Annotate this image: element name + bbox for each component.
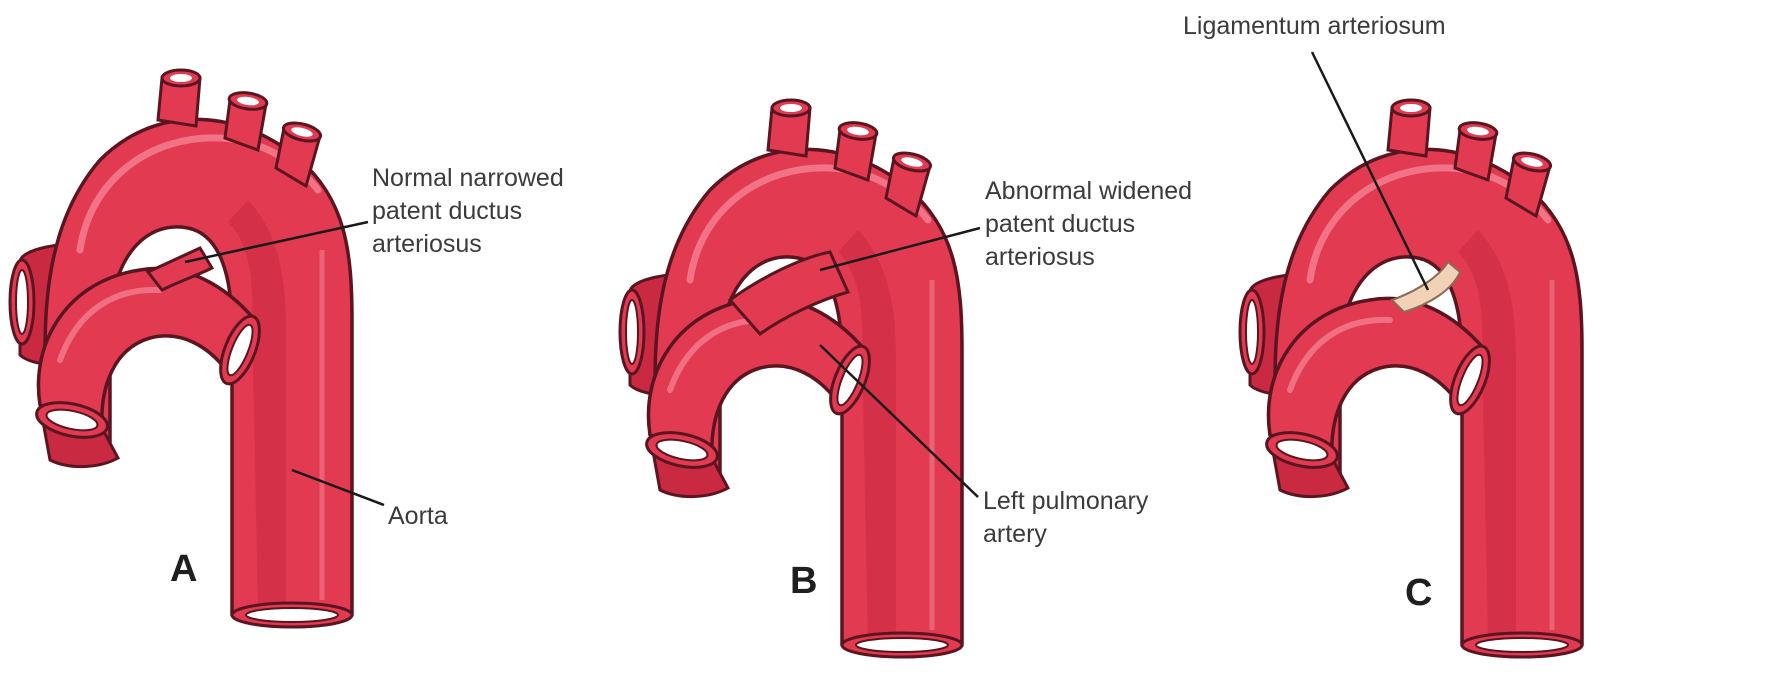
panel-letter-a: A xyxy=(170,548,197,591)
label-a-ductus: Normal narrowed patent ductus arteriosus xyxy=(372,162,564,261)
label-a-ductus-line-3: arteriosus xyxy=(372,228,564,261)
panel-letter-b: B xyxy=(790,560,817,603)
label-c-ligament: Ligamentum arteriosum xyxy=(1183,10,1446,43)
label-b-pulmonary-line-1: Left pulmonary xyxy=(983,485,1148,518)
panel-letter-c: C xyxy=(1405,572,1432,615)
label-b-ductus-line-2: patent ductus xyxy=(985,208,1192,241)
label-a-ductus-line-1: Normal narrowed xyxy=(372,162,564,195)
label-b-pulmonary-line-2: artery xyxy=(983,518,1148,551)
label-a-ductus-line-2: patent ductus xyxy=(372,195,564,228)
label-b-ductus-line-3: arteriosus xyxy=(985,241,1192,274)
panel-a-illustration xyxy=(10,70,352,627)
label-b-pulmonary: Left pulmonary artery xyxy=(983,485,1148,551)
label-b-ductus: Abnormal widened patent ductus arteriosu… xyxy=(985,175,1192,274)
label-a-aorta: Aorta xyxy=(388,500,448,533)
label-b-ductus-line-1: Abnormal widened xyxy=(985,175,1192,208)
